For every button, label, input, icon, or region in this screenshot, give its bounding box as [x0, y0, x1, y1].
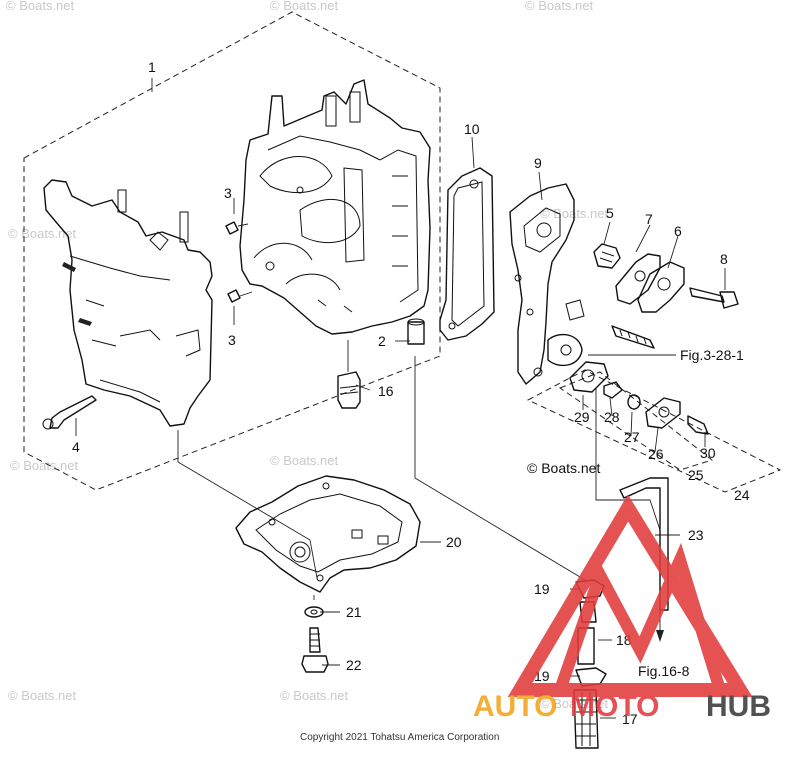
callout-20: 20 [446, 534, 462, 550]
callout-3-bottom: 3 [228, 332, 236, 348]
callout-10: 10 [464, 121, 480, 137]
logo-auto: AUTO [473, 690, 557, 723]
callout-9: 9 [534, 155, 542, 171]
callout-30: 30 [700, 445, 716, 461]
callout-28: 28 [604, 409, 620, 425]
callout-17: 17 [622, 711, 638, 727]
callouts: 1 3 3 2 4 16 10 9 5 7 6 8 29 28 27 26 30… [72, 59, 750, 727]
callout-3-top: 3 [224, 185, 232, 201]
gasket-part [439, 167, 495, 341]
automotohub-logo: AUTO MOTO HUB [473, 494, 771, 723]
leader-lines [75, 78, 726, 719]
watermark: © Boats.net [8, 226, 77, 241]
callout-1: 1 [148, 59, 156, 75]
inline-watermark: © Boats.net [527, 460, 600, 476]
callout-7: 7 [645, 211, 653, 227]
copyright-text: Copyright 2021 Tohatsu America Corporati… [300, 732, 499, 743]
logo-inner-mark-icon [554, 542, 726, 692]
cylinder-head-part [42, 179, 213, 430]
logo-moto: MOTO [570, 690, 659, 723]
callout-23: 23 [688, 527, 704, 543]
fig-ref-16-8: Fig.16-8 [638, 663, 690, 679]
assembly-boundary-1 [23, 11, 441, 491]
logo-hub: HUB [706, 690, 771, 723]
assembly-boundary-24 [526, 369, 782, 493]
callout-19-top: 19 [534, 581, 550, 597]
callout-6: 6 [674, 223, 682, 239]
callout-4: 4 [72, 439, 80, 455]
washer-bolt-parts [301, 606, 329, 673]
logo-triangle-icon [507, 494, 753, 697]
callout-24: 24 [734, 487, 750, 503]
watermark: © Boats.net [525, 0, 594, 13]
watermark: © Boats.net [8, 688, 77, 703]
watermark: © Boats.net [280, 688, 349, 703]
base-gasket-part [235, 475, 421, 593]
arrow-icon [656, 630, 664, 642]
callout-27: 27 [624, 429, 640, 445]
watermark: © Boats.net [270, 0, 339, 13]
assembly-boundary-25 [558, 371, 714, 471]
callout-16: 16 [378, 383, 394, 399]
callout-2: 2 [378, 333, 386, 349]
callout-8: 8 [720, 251, 728, 267]
callout-5: 5 [606, 205, 614, 221]
thermostat-parts [593, 243, 739, 349]
watermark: © Boats.net [6, 0, 75, 13]
callout-25: 25 [688, 467, 704, 483]
watermark: © Boats.net [270, 453, 339, 468]
fig-ref-3-28-1: Fig.3-28-1 [680, 347, 744, 363]
callout-29: 29 [574, 409, 590, 425]
small-parts-group [569, 361, 709, 435]
callout-26: 26 [648, 446, 664, 462]
callout-21: 21 [346, 604, 362, 620]
callout-22: 22 [346, 657, 362, 673]
watermark: © Boats.net [10, 458, 79, 473]
cover-part [509, 183, 585, 385]
crankcase-part [225, 79, 431, 409]
